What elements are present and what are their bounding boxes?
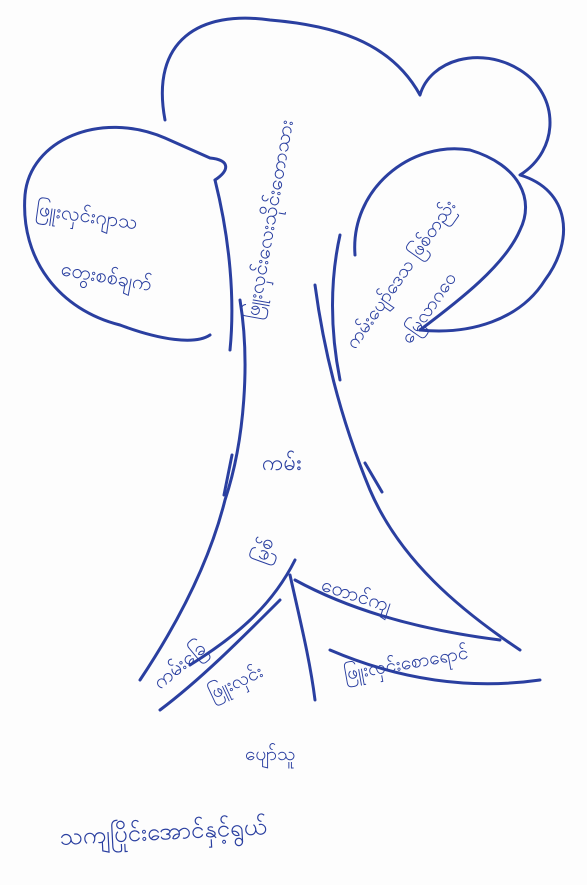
left-lobe-outline	[23, 125, 228, 342]
trunk-left-edge	[138, 298, 247, 682]
root-line-2	[288, 573, 317, 702]
label-left-canopy-2: တွေးစစ်ချက်	[58, 256, 153, 300]
inner-right-lobe-line	[331, 233, 342, 382]
root-line-1	[188, 558, 297, 667]
label-root-right-upper: တောင်ကျ	[317, 572, 395, 621]
root-line-4	[158, 598, 282, 712]
trunk-right-edge	[313, 283, 522, 652]
label-left-canopy-1: ဖြူးလှင်းဂျာသ	[34, 196, 140, 238]
inner-left-lobe-line	[213, 178, 234, 352]
trunk-mark-left	[222, 453, 234, 497]
label-root-center-left-2: ပျော်သူ	[245, 742, 295, 769]
trunk-mark-right	[363, 461, 384, 494]
canopy-outline	[160, 16, 566, 333]
right-lobe-outline	[353, 147, 528, 332]
label-trunk-upper: ဖြူးလှင်းလေးသိုင်းတောသား	[239, 118, 302, 322]
root-line-3	[293, 578, 502, 642]
label-title-bottom: သကျပြိုင်းအောင်နှင့်ရွယ်	[59, 810, 268, 857]
root-line-5	[328, 648, 542, 686]
label-trunk-middle: ကမ်း	[262, 450, 302, 476]
label-trunk-lower: မြစ်	[247, 534, 282, 568]
label-root-left: ကမ်းခြေ	[148, 636, 213, 697]
